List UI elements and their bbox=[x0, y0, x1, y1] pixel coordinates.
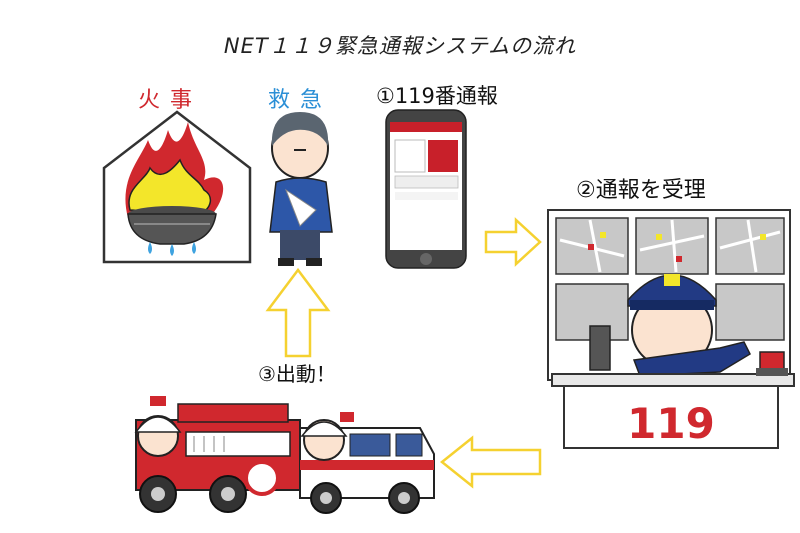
injured-person-icon bbox=[269, 112, 333, 266]
console-number: 119 bbox=[627, 399, 715, 448]
dispatch-center-icon bbox=[547, 209, 795, 449]
house-fire-icon bbox=[102, 110, 252, 264]
step1-label: ①119番通報 bbox=[376, 84, 498, 108]
ambulance-icon bbox=[299, 412, 435, 514]
smartphone-icon bbox=[385, 109, 467, 269]
step2-label: ②通報を受理 bbox=[576, 178, 706, 203]
fire-label: 火事 bbox=[138, 88, 203, 113]
arrow-up-icon bbox=[265, 267, 331, 358]
diagram-title: NET１１９緊急通報システムの流れ bbox=[223, 34, 577, 58]
arrow-left-icon bbox=[439, 435, 542, 489]
fire-truck-icon bbox=[134, 396, 301, 513]
arrow-right-icon bbox=[484, 217, 542, 267]
ambulance-label: 救急 bbox=[268, 88, 333, 113]
step3-label: ③出動！ bbox=[258, 362, 336, 386]
